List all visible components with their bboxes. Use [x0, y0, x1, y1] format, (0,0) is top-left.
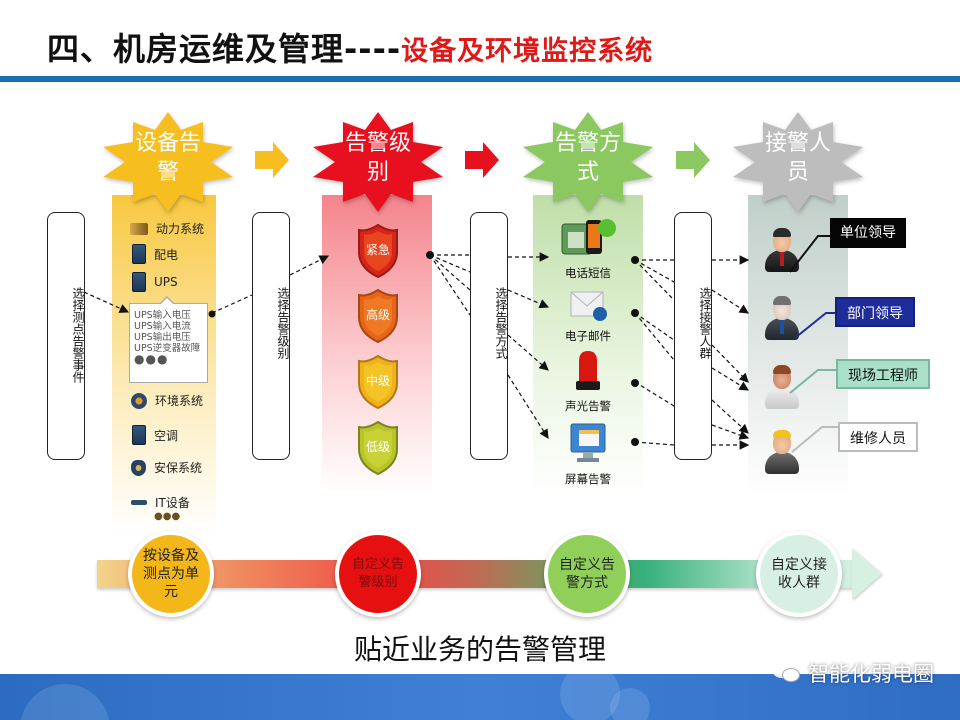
recipient-maintenance-avatar	[762, 430, 802, 476]
bracket-select-method: 选择告警方式	[470, 212, 508, 460]
recipient-dept-leader-avatar	[762, 296, 802, 342]
cabinet-icon	[132, 244, 146, 264]
stage-alarm-method: 告警方式	[513, 112, 663, 212]
level-high[interactable]: 高级	[355, 289, 401, 343]
monitor-icon	[570, 423, 606, 462]
server-icon	[131, 500, 147, 505]
stage-recipients: 接警人员	[723, 112, 873, 212]
stage-alarm-level: 告警级别	[303, 112, 453, 212]
ups-points-popup: UPS输入电压 UPS输入电流 UPS输出电压 UPS逆变器故障 ●●●	[129, 296, 208, 383]
air-conditioner-icon	[132, 425, 146, 445]
bracket-select-point-event: 选择测点告警事件	[47, 212, 85, 460]
arrow-right-icon	[676, 142, 710, 178]
star-badge-icon	[733, 112, 863, 212]
star-badge-icon	[523, 112, 653, 212]
recipient-engineer-avatar	[762, 365, 802, 411]
bracket-select-recipients: 选择接警人群	[674, 212, 712, 460]
recipient-field-engineer[interactable]: 现场工程师	[836, 359, 930, 389]
generator-icon	[130, 222, 148, 235]
device-ups[interactable]: UPS	[132, 272, 178, 292]
device-more: ●●●	[154, 511, 181, 522]
shield-icon	[358, 355, 398, 409]
recipient-unit-leader-avatar	[762, 228, 802, 274]
method-email[interactable]: 电子邮件	[553, 289, 623, 344]
recipient-dept-leader[interactable]: 部门领导	[835, 297, 915, 327]
level-low[interactable]: 低级	[355, 421, 401, 475]
star-badge-icon	[103, 112, 233, 212]
device-power-system[interactable]: 动力系统	[130, 220, 204, 237]
device-air-conditioner[interactable]: 空调	[132, 425, 178, 445]
star-badge-icon	[313, 112, 443, 212]
arrow-right-icon	[465, 142, 499, 178]
title-divider	[0, 76, 960, 82]
ups-point[interactable]: UPS逆变器故障	[134, 343, 201, 354]
more-dots: ●●●	[134, 352, 169, 366]
device-it-equipment[interactable]: IT设备	[131, 494, 190, 511]
device-power-distribution[interactable]: 配电	[132, 244, 178, 264]
level-medium[interactable]: 中级	[355, 355, 401, 409]
shield-icon	[358, 224, 398, 278]
title-main: 四、机房运维及管理----	[47, 30, 402, 68]
title-highlight: 设备及环境监控系统	[401, 36, 654, 67]
arrow-right-icon	[255, 142, 289, 178]
timeline-step-level: 自定义告警级别	[335, 531, 421, 617]
watermark: 智能化弱电圈	[772, 658, 934, 688]
email-icon	[570, 291, 607, 321]
phone-sms-icon	[561, 219, 616, 255]
level-urgent[interactable]: 紧急	[355, 224, 401, 278]
method-phone-sms[interactable]: 电话短信	[553, 216, 623, 281]
method-sound-light[interactable]: 声光告警	[553, 349, 623, 414]
security-shield-icon	[131, 459, 146, 476]
device-environment-system[interactable]: 环境系统	[131, 392, 203, 409]
recipient-unit-leader[interactable]: 单位领导	[830, 218, 906, 248]
shield-icon	[358, 421, 398, 475]
bracket-select-level: 选择告警级别	[252, 212, 290, 460]
header: 四、机房运维及管理----设备及环境监控系统	[0, 0, 960, 82]
method-screen[interactable]: 屏幕告警	[553, 422, 623, 487]
page-title: 四、机房运维及管理----设备及环境监控系统	[47, 24, 653, 70]
ups-point[interactable]: UPS输入电流	[134, 321, 191, 332]
recipient-maintenance[interactable]: 维修人员	[838, 422, 918, 452]
timeline-step-recipients: 自定义接收人群	[756, 531, 842, 617]
wechat-icon	[772, 660, 802, 686]
ups-icon	[132, 272, 146, 292]
device-security-system[interactable]: 安保系统	[131, 459, 202, 476]
subtitle: 贴近业务的告警管理	[353, 633, 606, 666]
timeline-step-unit: 按设备及测点为单元	[128, 531, 214, 617]
shield-icon	[358, 289, 398, 343]
timeline-arrow-icon	[852, 548, 882, 600]
ups-point[interactable]: UPS输出电压	[134, 332, 191, 343]
timeline-bar	[97, 560, 857, 588]
fan-icon	[131, 392, 147, 409]
timeline-step-method: 自定义告警方式	[544, 531, 630, 617]
footer-band	[0, 674, 960, 720]
ups-point[interactable]: UPS输入电压	[134, 310, 191, 321]
siren-icon	[576, 351, 600, 390]
stage-device-alarm: 设备告警	[93, 112, 243, 212]
